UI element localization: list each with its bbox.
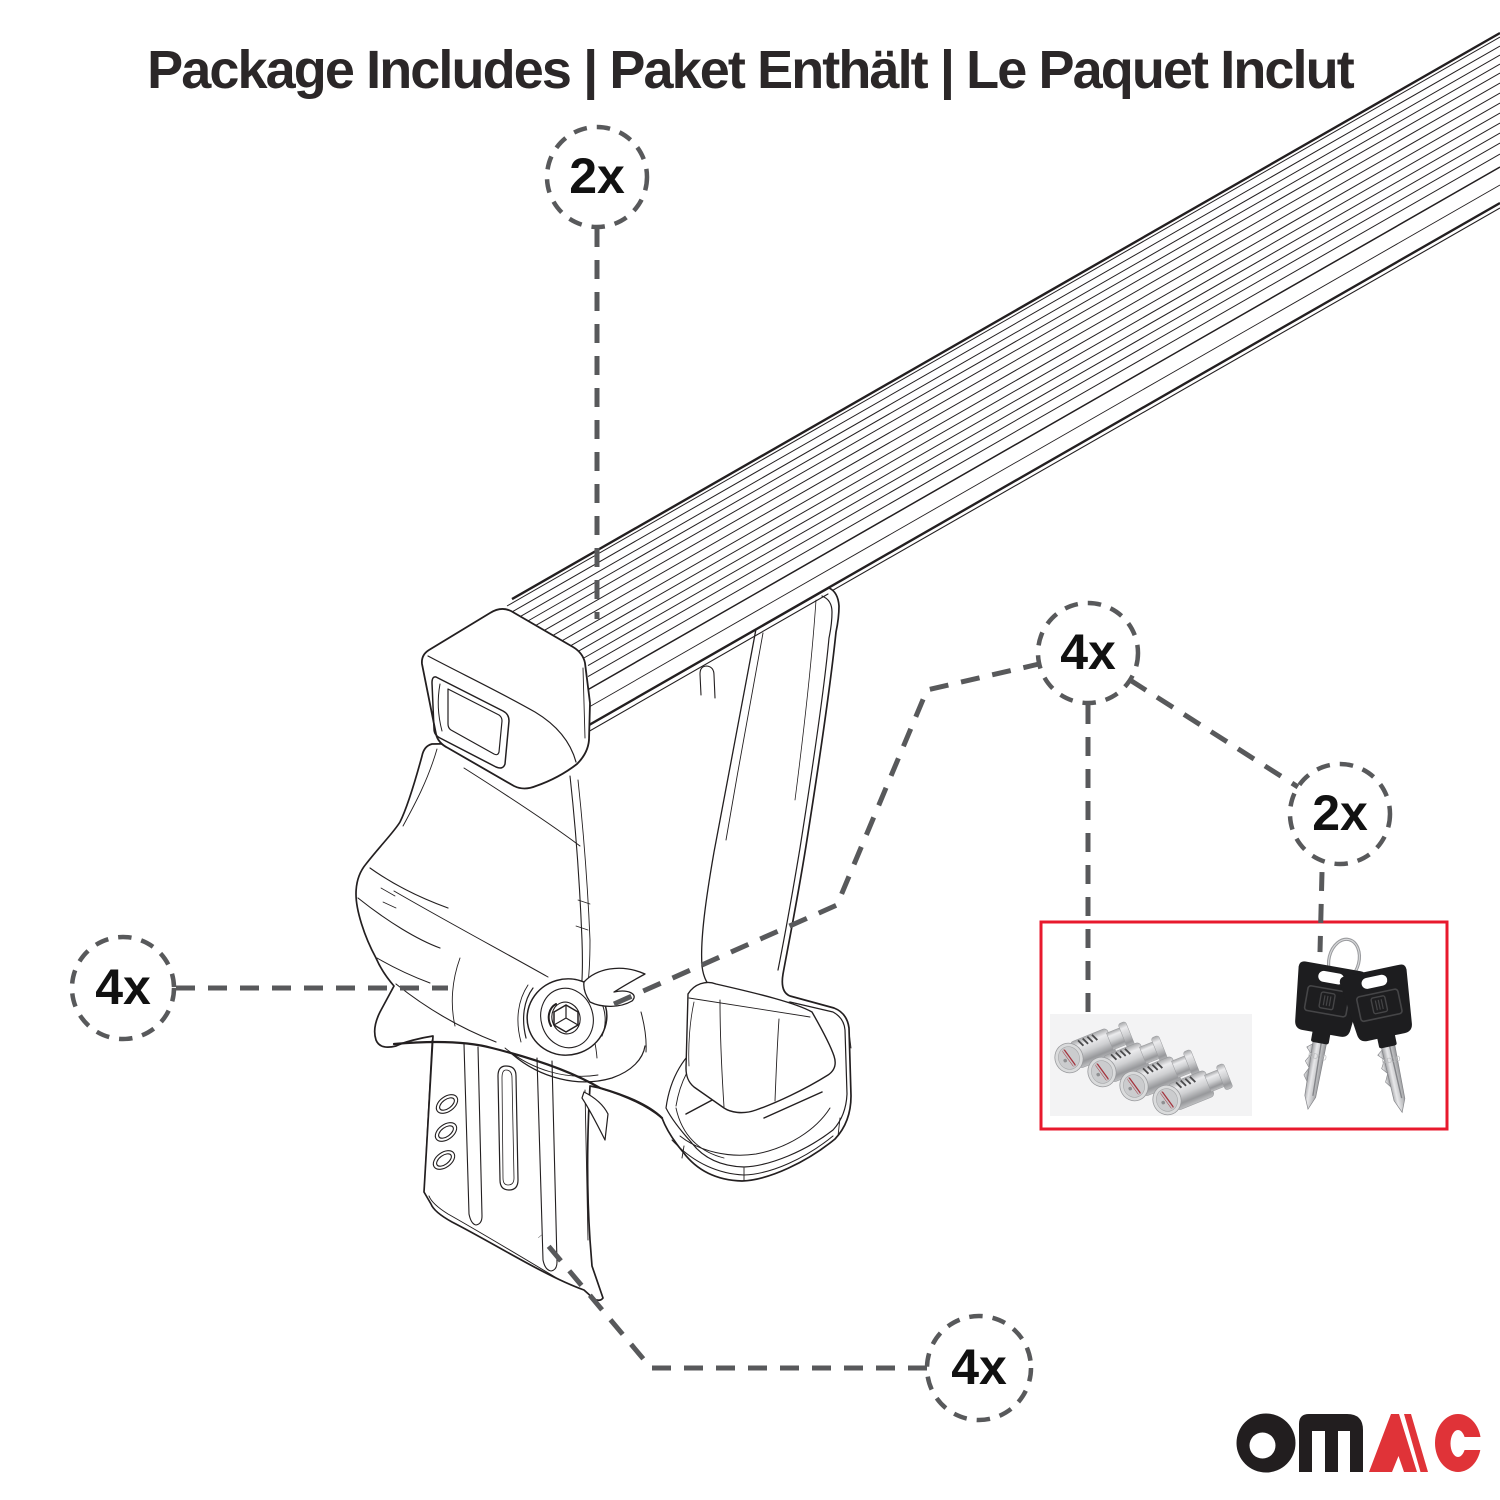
svg-text:4x: 4x [1060,624,1116,680]
svg-text:Package Includes | Paket Enthä: Package Includes | Paket Enthält | Le Pa… [147,40,1355,101]
svg-text:4x: 4x [95,959,151,1015]
svg-text:2x: 2x [1312,785,1368,841]
svg-text:4x: 4x [951,1339,1007,1395]
svg-text:2x: 2x [569,148,625,204]
